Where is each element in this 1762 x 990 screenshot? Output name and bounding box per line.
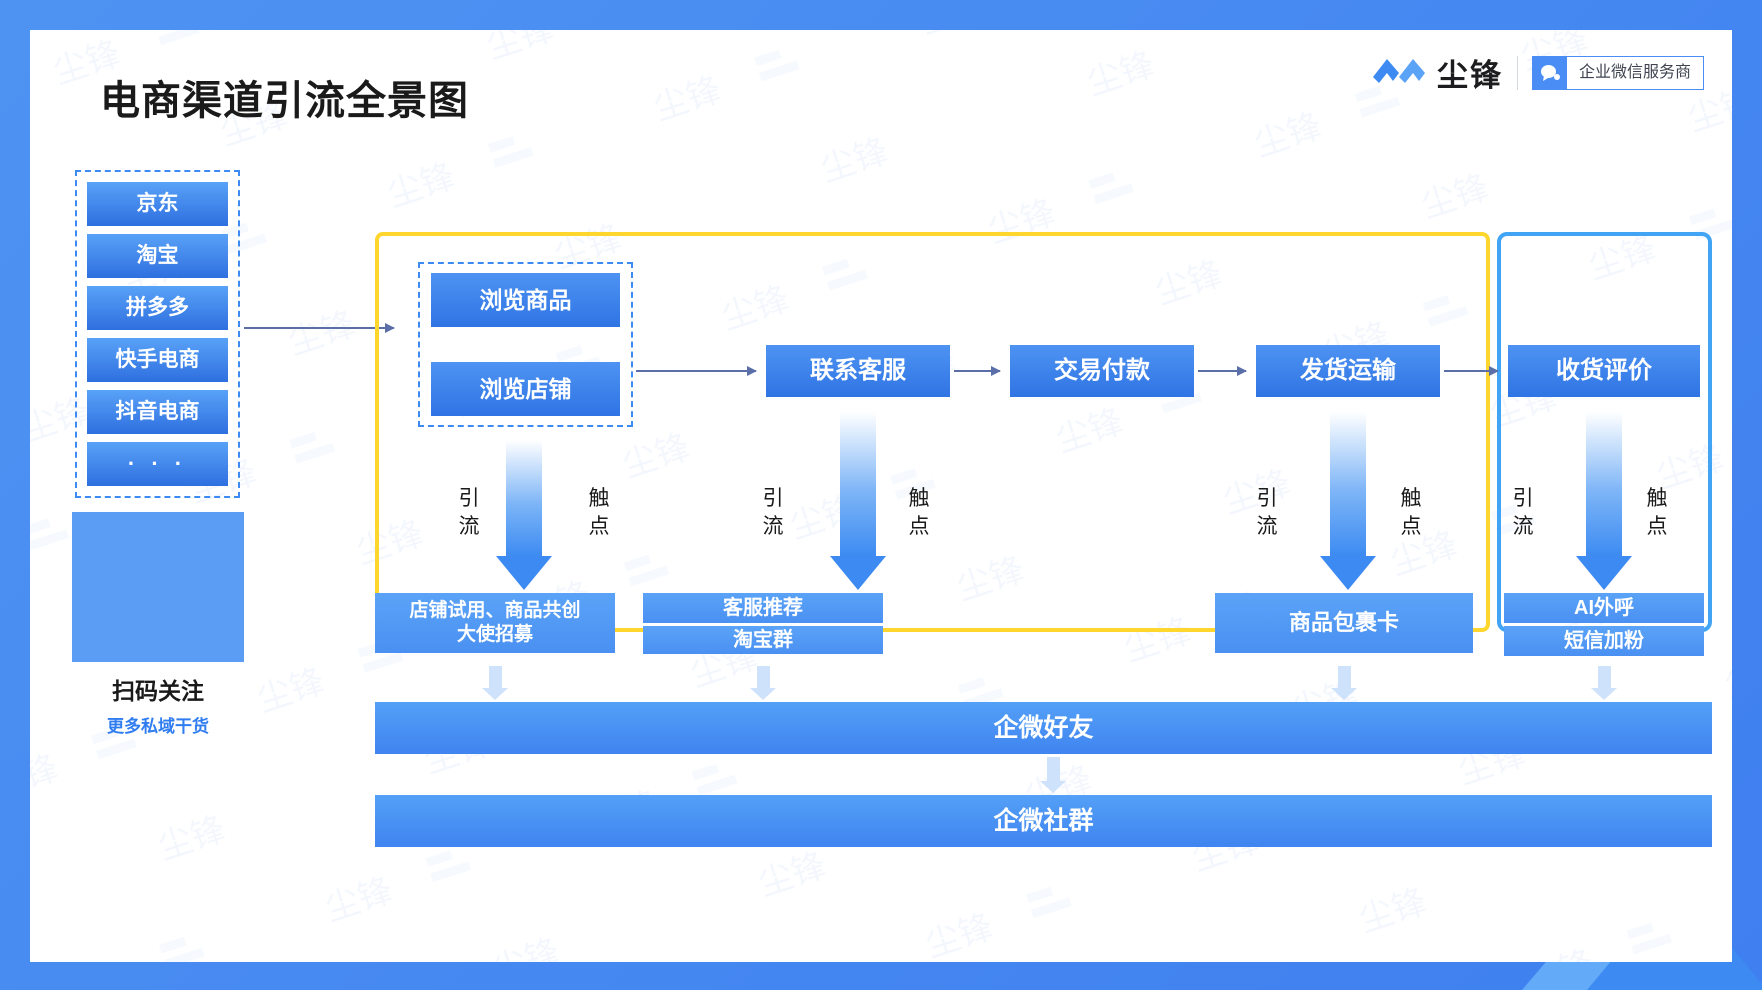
connector-tp2-to-friends (750, 666, 776, 700)
connector-channels-to-journey (244, 323, 395, 333)
touchpoint-store-trial-line2: 大使招募 (456, 624, 533, 645)
journey-region-highlight (375, 232, 1490, 632)
channel-item-pdd[interactable]: 拼多多 (87, 286, 228, 330)
step-browse-store[interactable]: 浏览店铺 (431, 362, 620, 416)
connector-browse-to-service (636, 366, 757, 376)
channel-item-taobao[interactable]: 淘宝 (87, 234, 228, 278)
qr-code-image (72, 512, 244, 662)
funnel-label-left-2: 引流 (762, 487, 784, 539)
step-payment[interactable]: 交易付款 (1010, 345, 1194, 397)
funnel-label-left-3: 引流 (1256, 487, 1278, 539)
service-provider-badge: 企业微信服务商 (1531, 55, 1704, 90)
connector-ship-to-review (1444, 366, 1499, 376)
chenfeng-logo-icon (1369, 53, 1427, 92)
brand-name: 尘锋 (1436, 58, 1503, 93)
connector-tp3-to-friends (1331, 666, 1357, 700)
touchpoint-sms-fans[interactable]: 短信加粉 (1504, 626, 1704, 656)
touchpoint-store-trial[interactable]: 店铺试用、商品共创 大使招募 (375, 593, 615, 653)
main-canvas: 尘锋 尘锋 电商渠道引流全景图 尘锋 (30, 30, 1732, 962)
funnel-arrow-3 (1320, 412, 1376, 590)
step-review[interactable]: 收货评价 (1508, 345, 1700, 397)
page-title: 电商渠道引流全景图 (100, 79, 469, 123)
qr-section: 扫码关注 更多私域干货 (63, 512, 253, 737)
wechat-work-icon (1532, 56, 1567, 89)
funnel-label-right-2: 触点 (908, 487, 930, 539)
connector-service-to-payment (954, 366, 1001, 376)
qr-title: 扫码关注 (112, 678, 204, 704)
channel-item-douyin[interactable]: 抖音电商 (87, 390, 228, 434)
funnel-arrow-2 (830, 412, 886, 590)
step-contact-service[interactable]: 联系客服 (766, 345, 950, 397)
brand-area: 尘锋 企业微信服务商 (1369, 50, 1704, 95)
funnel-arrow-4 (1576, 412, 1632, 590)
connector-tp1-to-friends (482, 666, 508, 700)
step-browse-product[interactable]: 浏览商品 (431, 273, 620, 327)
channel-item-more[interactable]: · · · (87, 442, 228, 486)
outcome-wecom-friend[interactable]: 企微好友 (375, 702, 1712, 754)
connector-payment-to-ship (1198, 366, 1247, 376)
browse-group: 浏览商品 浏览店铺 (418, 262, 633, 427)
brand-divider (1516, 55, 1518, 90)
funnel-label-right-4: 触点 (1646, 487, 1668, 539)
touchpoint-service-recommend[interactable]: 客服推荐 (643, 593, 883, 623)
touchpoint-package-card[interactable]: 商品包裹卡 (1215, 593, 1473, 653)
qr-subtitle: 更多私域干货 (107, 717, 209, 736)
touchpoint-taobao-group[interactable]: 淘宝群 (643, 626, 883, 654)
badge-text: 企业微信服务商 (1578, 63, 1691, 81)
outcome-wecom-community[interactable]: 企微社群 (375, 795, 1712, 847)
funnel-label-left-1: 引流 (458, 487, 480, 539)
channel-list: 京东 淘宝 拼多多 快手电商 抖音电商 · · · (75, 170, 240, 498)
funnel-arrow-1 (496, 440, 552, 590)
funnel-label-left-4: 引流 (1512, 487, 1534, 539)
connector-tp4-to-friends (1591, 666, 1617, 700)
connector-friends-to-community (1040, 757, 1066, 793)
touchpoint-ai-outbound[interactable]: AI外呼 (1504, 593, 1704, 623)
funnel-label-right-3: 触点 (1400, 487, 1422, 539)
brand-logo: 尘锋 (1369, 50, 1503, 95)
touchpoint-store-trial-line1: 店铺试用、商品共创 (409, 600, 581, 622)
channel-item-jd[interactable]: 京东 (87, 182, 228, 226)
step-shipping[interactable]: 发货运输 (1256, 345, 1440, 397)
funnel-label-right-1: 触点 (588, 487, 610, 539)
channel-item-kuaishou[interactable]: 快手电商 (87, 338, 228, 382)
